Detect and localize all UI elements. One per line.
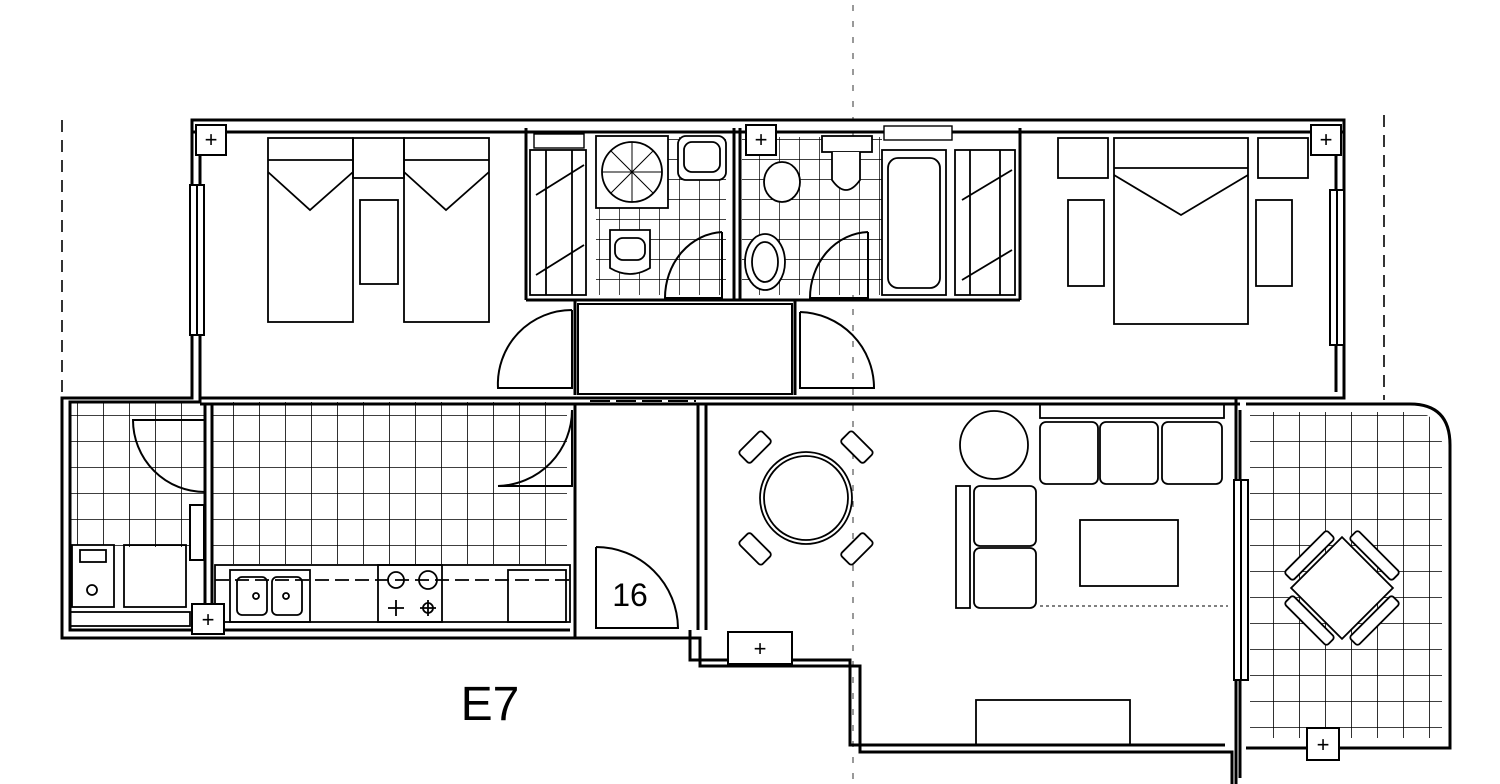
dashed-boundary-lines [61,5,1385,784]
shaft-markers [191,124,1342,761]
unit-label: E7 [461,678,520,731]
bathroom-2-fixtures [533,125,953,296]
wardrobes [529,149,1016,296]
laundry-floor [70,402,205,547]
shaft-marker-label: + [754,636,767,661]
living-room-furniture [955,403,1228,746]
shaft-marker-label: + [755,127,768,152]
terrace-table [1284,530,1400,646]
doors [131,231,876,629]
shaft-marker-label: + [205,127,218,152]
door-kitchen [497,409,573,487]
kitchen-floor [212,402,567,564]
door-entrance [595,546,680,629]
shaft-marker-label: + [202,607,215,632]
door-bedroom-2 [799,311,876,389]
bathroom-1-fixtures [595,135,727,275]
twin-beds [267,137,490,323]
door-laundry [131,419,206,493]
shaft-marker-label: + [1317,732,1330,757]
door-number-label: 16 [612,577,648,613]
shaft-marker-labels: + + + + + + [202,127,1333,757]
exterior-walls [60,118,1452,784]
shaft-marker-label: + [1320,127,1333,152]
door-bathroom-2 [808,231,869,299]
double-bed [1057,137,1309,325]
door-bathroom-1 [663,231,723,299]
kitchen-fixtures [69,544,571,627]
windows [189,184,1345,681]
door-bedroom-1 [496,308,573,389]
dining-table-round [738,430,874,566]
hallway [577,303,793,402]
